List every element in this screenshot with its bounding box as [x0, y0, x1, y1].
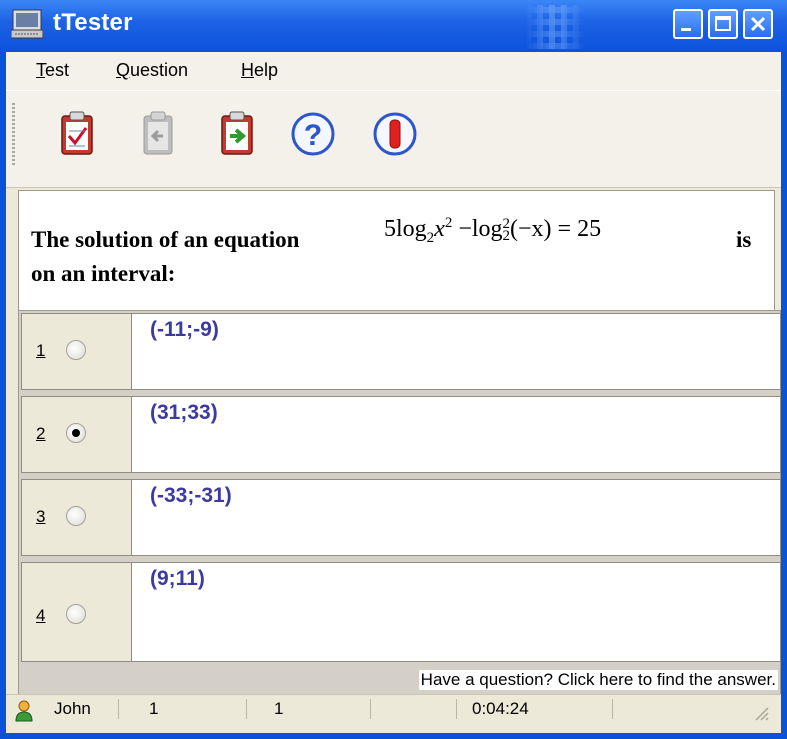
answer-number: 2: [36, 424, 46, 443]
eq-coef: 5log: [384, 216, 427, 242]
answer-select-cell[interactable]: 4: [22, 563, 132, 661]
question-text-is: is: [736, 227, 752, 252]
answer-text: (31;33): [150, 401, 218, 424]
answer-radio-1[interactable]: [66, 340, 86, 360]
answer-select-cell[interactable]: 3: [22, 480, 132, 555]
back-icon: [143, 111, 173, 155]
answer-radio-3[interactable]: [66, 506, 86, 526]
answers-panel: 1 (-11;-9) 2 (31;33) 3 (-33;-31): [18, 310, 781, 702]
question-text-2: on an interval:: [31, 261, 176, 286]
answer-option-3[interactable]: 3 (-33;-31): [21, 479, 781, 556]
answer-number: 1: [36, 341, 46, 360]
toolbar-grip[interactable]: [12, 103, 15, 165]
answer-number: 4: [36, 606, 46, 625]
clipboard-check-icon[interactable]: [53, 109, 103, 159]
answer-option-1[interactable]: 1 (-11;-9): [21, 313, 781, 390]
stop-icon[interactable]: [370, 109, 420, 159]
minimize-icon: [681, 28, 691, 31]
app-icon: [11, 9, 43, 39]
svg-text:?: ?: [304, 119, 322, 152]
titlebar-pattern: [525, 5, 585, 49]
status-question-number: 1: [149, 699, 159, 718]
help-link[interactable]: Have a question? Click here to find the …: [418, 670, 778, 690]
menu-question-label: uestion: [130, 60, 189, 80]
eq-sup1: 2: [444, 215, 453, 231]
answer-select-cell[interactable]: 1: [22, 314, 132, 389]
window-title: tTester: [53, 9, 133, 36]
title-bar[interactable]: tTester: [0, 0, 787, 52]
status-answered-count: 1: [274, 699, 284, 718]
status-separator: [612, 699, 613, 719]
menu-help-label: elp: [254, 60, 279, 80]
user-icon: [15, 700, 33, 722]
question-text: The solution of an equation: [31, 227, 300, 252]
help-icon[interactable]: ?: [288, 109, 338, 159]
menu-question[interactable]: Question: [116, 60, 188, 81]
answer-text: (-33;-31): [150, 484, 232, 507]
answer-radio-2[interactable]: [66, 423, 86, 443]
minimize-button[interactable]: [673, 9, 703, 39]
answer-option-2[interactable]: 2 (31;33): [21, 396, 781, 473]
close-icon: [750, 16, 766, 32]
eq-sub2: 2: [502, 228, 511, 245]
answer-text: (9;11): [150, 567, 205, 590]
toolbar: ?: [6, 90, 781, 188]
status-bar: John 1 1 0:04:24: [6, 694, 781, 728]
menu-test-label: est: [45, 60, 70, 80]
eq-minus-log: −log: [452, 216, 503, 242]
answer-select-cell[interactable]: 2: [22, 397, 132, 472]
status-separator: [246, 699, 247, 719]
maximize-icon: [715, 16, 731, 31]
maximize-button[interactable]: [708, 9, 738, 39]
answer-number: 3: [36, 507, 46, 526]
status-separator: [370, 699, 371, 719]
menu-bar: Test Question Help: [6, 52, 781, 90]
eq-var: x: [434, 216, 445, 242]
menu-help-accel: H: [241, 60, 254, 80]
menu-question-accel: Q: [116, 60, 131, 80]
resize-grip-icon[interactable]: [751, 703, 769, 721]
menu-help[interactable]: Help: [241, 60, 278, 81]
question-panel: The solution of an equation 5log2x2 −log…: [18, 190, 775, 312]
eq-sub1: 2: [426, 229, 435, 246]
status-timer: 0:04:24: [472, 699, 529, 718]
client-area: Test Question Help: [6, 52, 781, 733]
answer-option-4[interactable]: 4 (9;11): [21, 562, 781, 662]
close-button[interactable]: [743, 9, 773, 39]
answer-radio-4[interactable]: [66, 604, 86, 624]
eq-sup2: 2: [502, 216, 511, 233]
status-user: John: [54, 699, 91, 718]
eq-arg: (−x) = 25: [510, 216, 602, 242]
answer-text: (-11;-9): [150, 318, 219, 341]
status-separator: [118, 699, 119, 719]
menu-test[interactable]: Test: [36, 60, 69, 81]
status-separator: [456, 699, 457, 719]
menu-test-accel: T: [36, 60, 45, 80]
next-icon[interactable]: [212, 109, 262, 159]
